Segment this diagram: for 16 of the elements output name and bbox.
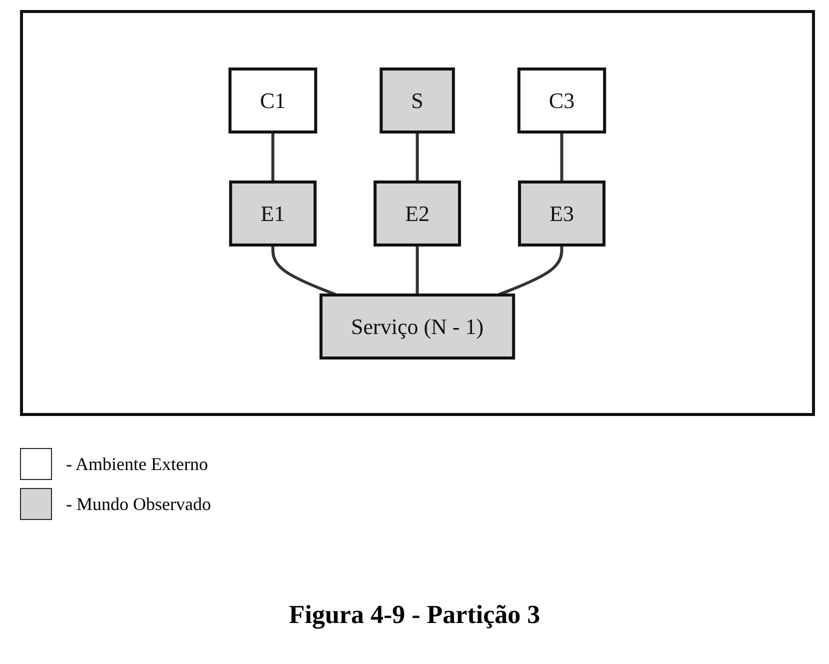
connector	[560, 132, 564, 182]
node-box: E3	[518, 180, 606, 246]
legend-text: - Mundo Observado	[66, 494, 211, 514]
node-box: E1	[229, 180, 317, 246]
legend-text: - Ambiente Externo	[66, 454, 208, 474]
caption: Figura 4-9 - Partição 3	[288, 600, 542, 630]
connector	[498, 244, 564, 296]
node-box: S	[380, 67, 456, 133]
connector	[272, 244, 338, 296]
node-box: C3	[518, 67, 606, 133]
node-box: C1	[228, 67, 318, 133]
connector	[416, 244, 419, 294]
node-box: E2	[374, 180, 462, 246]
node-box: Serviço (N - 1)	[320, 293, 516, 359]
connector	[272, 132, 275, 182]
connector	[416, 132, 419, 182]
